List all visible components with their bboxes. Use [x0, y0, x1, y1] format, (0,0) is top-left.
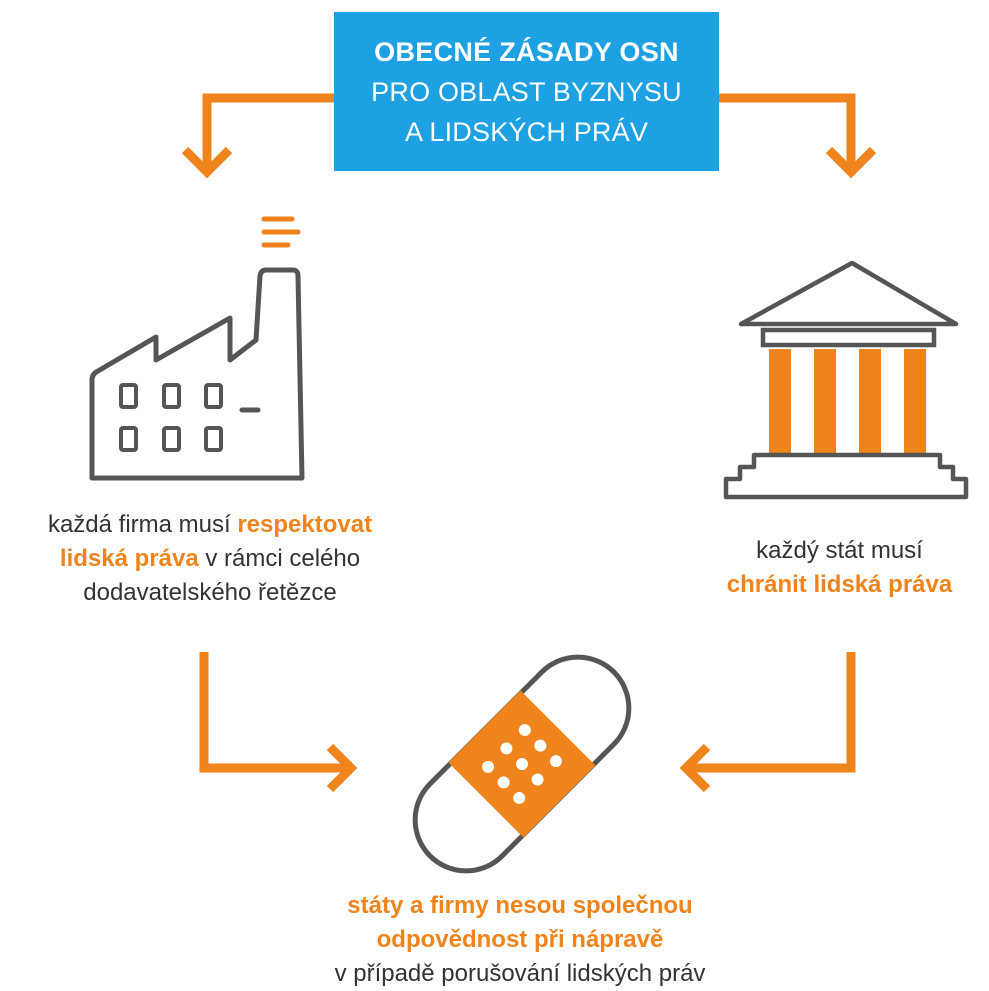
caption-remedy: státy a firmy nesou společnou odpovědnos…	[280, 889, 760, 991]
caption-company-line-3: dodavatelského řetězce	[83, 579, 337, 606]
building-columns	[769, 349, 926, 453]
caption-company-line-1: každá firma musí respektovat	[0, 508, 420, 542]
arrow-top-left	[181, 93, 334, 179]
caption-company-highlight-2: lidská práva	[59, 545, 199, 572]
caption-company-post: v rámci celého	[198, 545, 361, 572]
title-box: OBECNÉ ZÁSADY OSN PRO OBLAST BYZNYSU A L…	[334, 12, 719, 171]
caption-state-line-1: každý stát musí	[756, 537, 923, 564]
caption-company-pre: každá firma musí	[47, 511, 238, 538]
caption-company-highlight-1: respektovat	[237, 511, 373, 538]
caption-state: každý stát musí chránit lidská práva	[690, 534, 989, 602]
caption-remedy-highlight-2: odpovědnost při nápravě	[376, 926, 664, 953]
arrow-bottom-right	[679, 652, 856, 793]
bandage-icon	[412, 654, 632, 874]
arrow-bottom-left	[199, 652, 358, 793]
factory-smoke	[261, 216, 301, 248]
bandage-dots	[482, 724, 562, 804]
arrow-top-right	[719, 93, 877, 179]
title-line-3: A LIDSKÝCH PRÁV	[404, 116, 649, 147]
factory-windows	[119, 383, 223, 452]
factory-icon	[89, 216, 305, 481]
caption-company: každá firma musí respektovat lidská práv…	[0, 508, 420, 610]
caption-company-line-2: lidská práva v rámci celého	[0, 542, 420, 576]
caption-remedy-line-3: v případě porušování lidských práv	[334, 960, 706, 987]
title-line-2: PRO OBLAST BYZNYSU	[371, 76, 682, 107]
government-building-icon	[723, 260, 969, 500]
title-bold: OBECNÉ ZÁSADY OSN	[374, 36, 679, 67]
caption-remedy-highlight-1: státy a firmy nesou společnou	[347, 892, 693, 919]
caption-state-highlight: chránit lidská práva	[726, 571, 953, 598]
